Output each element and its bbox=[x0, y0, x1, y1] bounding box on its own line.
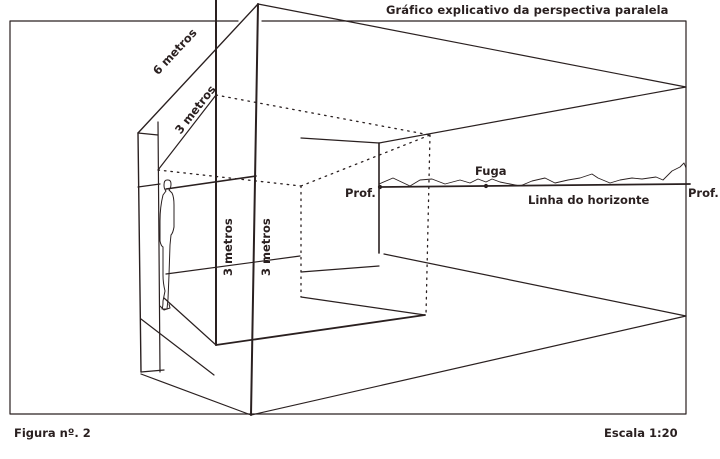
floor-diagonal-to-back bbox=[163, 297, 217, 346]
near-floor-front-edge bbox=[215, 314, 426, 346]
label-vanishing-point: Fuga bbox=[475, 164, 507, 178]
three-metre-edge bbox=[157, 94, 217, 171]
left-wall-top-small bbox=[137, 132, 159, 136]
left-wall-bottom bbox=[140, 369, 165, 373]
inner-lower-horizontal bbox=[165, 255, 301, 275]
back-wall-top bbox=[300, 137, 380, 144]
left-wall-inner-vertical bbox=[157, 121, 161, 373]
outer-top-to-right bbox=[257, 3, 687, 88]
left-wall-mid-horizontal bbox=[137, 183, 161, 188]
label-three-metres-outer-height: 3 metros bbox=[259, 218, 273, 276]
outer-bottom-to-right bbox=[250, 315, 687, 416]
label-three-metres-inner-height: 3 metros bbox=[221, 218, 235, 276]
back-to-right-top bbox=[378, 86, 687, 144]
figure-scale: Escala 1:20 bbox=[604, 426, 678, 440]
vanishing-point bbox=[483, 183, 489, 189]
frame-border bbox=[9, 20, 687, 415]
left-floor-diagonal bbox=[140, 318, 215, 376]
mountain-skyline bbox=[378, 162, 687, 187]
ceiling-dotted bbox=[157, 94, 431, 316]
eye-level-line bbox=[165, 175, 257, 190]
label-horizon-line: Linha do horizonte bbox=[528, 193, 650, 207]
outer-bottom-left-diagonal bbox=[140, 373, 252, 416]
back-wall-bottom bbox=[300, 265, 380, 273]
floor-back-diagonal bbox=[300, 296, 426, 316]
back-to-right-bottom bbox=[383, 253, 687, 317]
label-depth-right: Prof. bbox=[688, 186, 719, 200]
six-metre-edge bbox=[137, 3, 259, 134]
left-wall-outer-vertical bbox=[137, 132, 142, 373]
outer-plane-vertical bbox=[250, 3, 259, 416]
figure-number: Figura nº. 2 bbox=[14, 426, 91, 440]
label-depth-left: Prof. bbox=[345, 186, 376, 200]
horizon-line bbox=[378, 183, 691, 188]
figure-title: Gráfico explicativo da perspectiva paral… bbox=[386, 3, 669, 17]
human-figure-feet bbox=[159, 303, 171, 311]
depth-point-left bbox=[377, 184, 383, 190]
human-figure-icon bbox=[159, 179, 175, 310]
